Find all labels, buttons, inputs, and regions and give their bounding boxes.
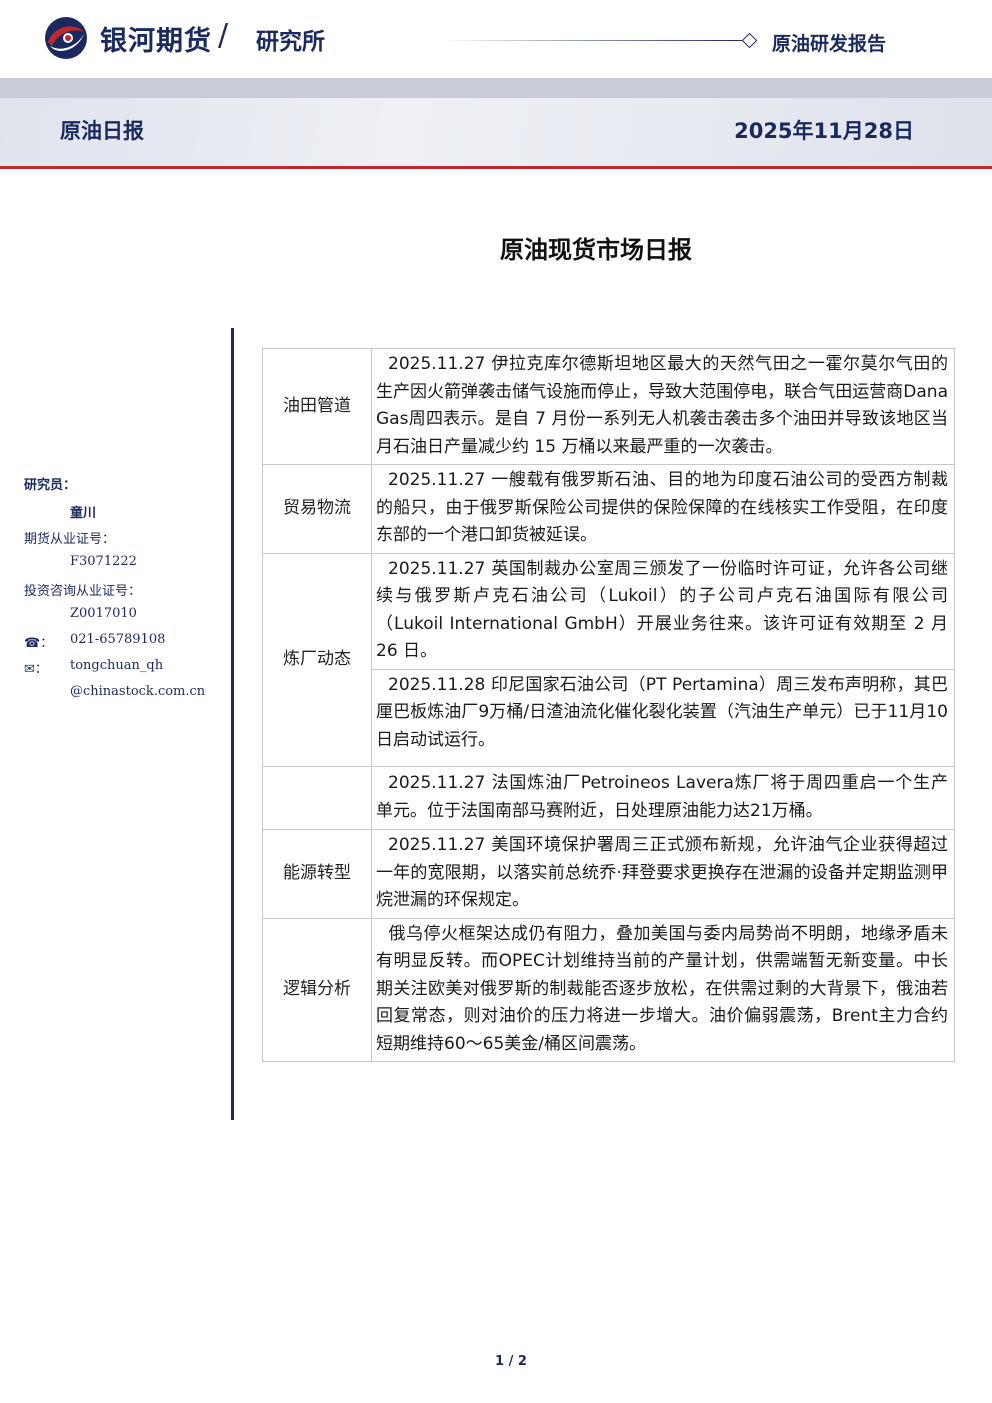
table-row: 2025.11.28 印尼国家石油公司（PT Pertamina）周三发布声明称… xyxy=(263,668,955,767)
document-title: 原油现货市场日报 xyxy=(500,236,692,264)
researcher-name: 童川 xyxy=(70,506,97,521)
news-text: 2025.11.27 伊拉克库尔德斯坦地区最大的天然气田之一霍尔莫尔气田的生产因… xyxy=(376,354,948,457)
advisory-cert-label: 投资咨询从业证号： xyxy=(24,584,142,599)
category-cell xyxy=(262,766,372,830)
report-date: 2025年11月28日 xyxy=(734,119,914,143)
news-text: 2025.11.27 一艘载有俄罗斯石油、目的地为印度石油公司的受西方制裁的船只… xyxy=(376,470,948,545)
brand-subtitle: 研究所 xyxy=(256,29,325,55)
news-cell: 2025.11.27 一艘载有俄罗斯石油、目的地为印度石油公司的受西方制裁的船只… xyxy=(371,464,955,554)
sidebar-divider xyxy=(231,328,234,1120)
table-row: 2025.11.27 法国炼油厂Petroineos Lavera炼厂将于周四重… xyxy=(262,766,955,830)
table-row: 油田管道 2025.11.27 伊拉克库尔德斯坦地区最大的天然气田之一霍尔莫尔气… xyxy=(262,348,955,465)
galaxy-futures-logo-icon xyxy=(45,17,87,59)
category-cell: 逻辑分析 xyxy=(262,917,372,1062)
page-number: 1 / 2 xyxy=(495,1354,527,1369)
news-text: 俄乌停火框架达成仍有阻力，叠加美国与委内局势尚不明朗，地缘矛盾未有明显反转。而O… xyxy=(376,923,948,1054)
top-header: 银河期货 / 研究所 原油研发报告 xyxy=(0,0,992,78)
phone-icon: ☎： xyxy=(24,636,54,651)
news-text: 2025.11.27 美国环境保护署周三正式颁布新规，允许油气企业获得超过一年的… xyxy=(376,835,948,910)
news-cell: 俄乌停火框架达成仍有阻力，叠加美国与委内局势尚不明朗，地缘矛盾未有明显反转。而O… xyxy=(371,917,955,1062)
category-cell: 能源转型 xyxy=(262,829,372,919)
email-icon: ✉： xyxy=(24,662,48,677)
news-text: 2025.11.27 英国制裁办公室周三颁发了一份临时许可证，允许各公司继续与俄… xyxy=(376,558,948,662)
diamond-icon xyxy=(741,32,758,49)
header-divider-line xyxy=(440,40,745,41)
news-text: 2025.11.27 法国炼油厂Petroineos Lavera炼厂将于周四重… xyxy=(376,773,948,821)
news-cell: 2025.11.27 法国炼油厂Petroineos Lavera炼厂将于周四重… xyxy=(371,766,955,830)
category-cell: 炼厂动态 xyxy=(262,552,372,767)
category-cell: 贸易物流 xyxy=(262,464,372,554)
news-table: 油田管道 2025.11.27 伊拉克库尔德斯坦地区最大的天然气田之一霍尔莫尔气… xyxy=(262,348,955,1062)
email-line-2: @chinastock.com.cn xyxy=(70,684,206,699)
category-cell: 油田管道 xyxy=(262,348,372,465)
table-row: 逻辑分析 俄乌停火框架达成仍有阻力，叠加美国与委内局势尚不明朗，地缘矛盾未有明显… xyxy=(262,917,955,1062)
news-cell: 2025.11.27 英国制裁办公室周三颁发了一份临时许可证，允许各公司继续与俄… xyxy=(371,552,955,670)
researcher-label: 研究员： xyxy=(24,478,77,493)
news-cell: 2025.11.28 印尼国家石油公司（PT Pertamina）周三发布声明称… xyxy=(371,668,955,767)
brand-name: 银河期货 xyxy=(100,26,212,57)
email-line-1: tongchuan_qh xyxy=(70,658,164,673)
futures-cert-label: 期货从业证号： xyxy=(24,532,116,547)
futures-cert-number: F3071222 xyxy=(70,554,137,569)
banner-background xyxy=(0,98,992,166)
banner-accent-line xyxy=(0,166,992,169)
table-row: 贸易物流 2025.11.27 一艘载有俄罗斯石油、目的地为印度石油公司的受西方… xyxy=(262,464,955,554)
phone-number: 021-65789108 xyxy=(70,632,166,647)
brand-divider: / xyxy=(218,18,229,53)
table-row: 能源转型 2025.11.27 美国环境保护署周三正式颁布新规，允许油气企业获得… xyxy=(262,829,955,919)
advisory-cert-number: Z0017010 xyxy=(70,606,137,621)
news-cell: 2025.11.27 伊拉克库尔德斯坦地区最大的天然气田之一霍尔莫尔气田的生产因… xyxy=(371,348,955,465)
banner-title: 原油日报 xyxy=(60,119,144,143)
news-cell: 2025.11.27 美国环境保护署周三正式颁布新规，允许油气企业获得超过一年的… xyxy=(371,829,955,919)
table-row: 炼厂动态 2025.11.27 英国制裁办公室周三颁发了一份临时许可证，允许各公… xyxy=(262,552,955,767)
title-banner xyxy=(0,78,992,168)
report-type: 原油研发报告 xyxy=(772,33,887,55)
news-text: 2025.11.28 印尼国家石油公司（PT Pertamina）周三发布声明称… xyxy=(376,674,948,750)
